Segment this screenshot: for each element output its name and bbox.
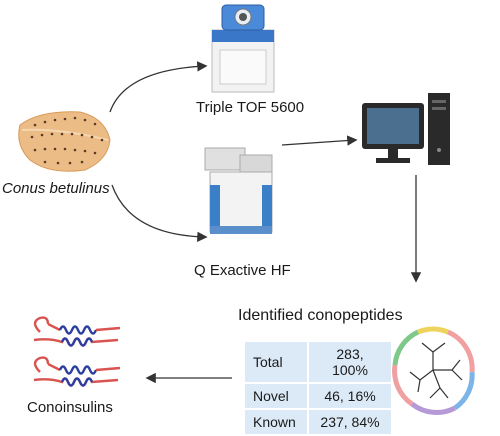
mass-spectrometer-icon xyxy=(211,4,275,93)
diagram-canvas xyxy=(18,4,475,415)
row-value: 237, 84% xyxy=(309,410,391,434)
identified-conopeptides-title: Identified conopeptides xyxy=(238,307,403,324)
mass-spectrometer-icon xyxy=(204,147,273,234)
table-row: Total 283, 100% xyxy=(245,342,391,382)
q-exactive-label: Q Exactive HF xyxy=(194,262,291,279)
row-value: 283, 100% xyxy=(309,342,391,382)
row-value: 46, 16% xyxy=(309,384,391,408)
arrow-to-computer xyxy=(281,135,358,146)
conoinsulin-structure-icon xyxy=(33,316,121,387)
cone-shell-icon xyxy=(18,111,111,172)
row-label: Total xyxy=(245,342,307,382)
triple-tof-label: Triple TOF 5600 xyxy=(196,99,305,116)
table-row: Known 237, 84% xyxy=(245,410,391,434)
row-label: Known xyxy=(245,410,307,434)
row-label: Novel xyxy=(245,384,307,408)
arrow-to-q-exactive xyxy=(111,184,208,242)
phylogenetic-tree-icon xyxy=(392,326,475,415)
conoinsulins-label: Conoinsulins xyxy=(27,399,113,416)
arrow-to-triple-tof xyxy=(109,61,208,113)
computer-icon xyxy=(362,93,450,165)
table-row: Novel 46, 16% xyxy=(245,384,391,408)
species-label: Conus betulinus xyxy=(2,180,110,197)
